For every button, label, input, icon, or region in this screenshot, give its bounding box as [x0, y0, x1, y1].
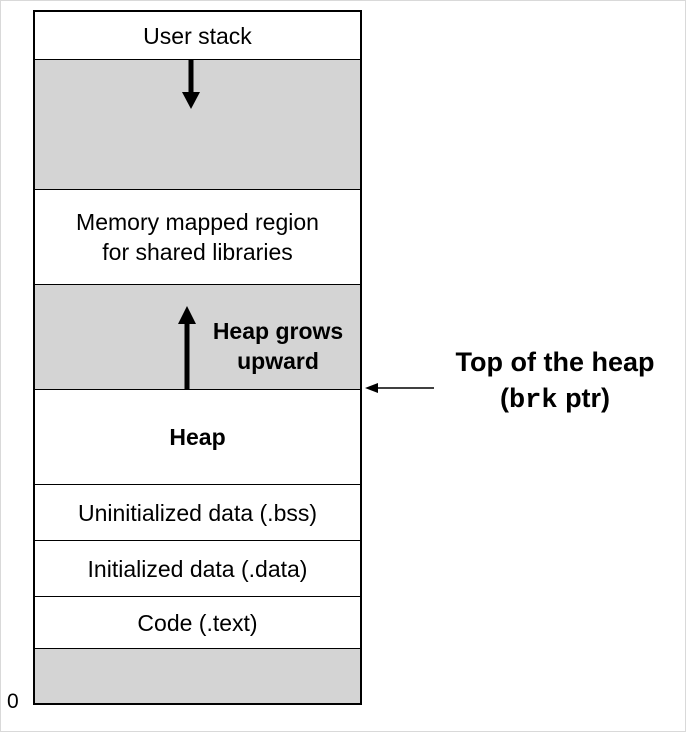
segment-label: Memory mapped region [76, 209, 319, 235]
segment-text: Code (.text) [35, 597, 360, 649]
heap-growth-line1: Heap grows [212, 318, 344, 344]
segment-label-line2: for shared libraries [102, 239, 293, 265]
segment-heap: Heap [35, 390, 360, 485]
segment-mmap-region: Memory mapped region for shared librarie… [35, 190, 360, 285]
heap-up-arrow-icon [178, 306, 196, 390]
segment-label: Heap [169, 424, 226, 450]
segment-data: Initialized data (.data) [35, 541, 360, 597]
brk-code: brk [508, 386, 558, 416]
heap-growth-line2: upward [237, 348, 319, 374]
stack-down-arrow-icon [182, 60, 200, 109]
address-space-column: User stack Memory mapped region for shar… [33, 10, 362, 705]
top-of-heap-line2: (brk ptr) [430, 380, 680, 419]
segment-label: User stack [143, 22, 252, 49]
brk-pointer-arrow-icon [365, 383, 434, 393]
heap-growth-label: Heap grows upward [197, 316, 359, 376]
segment-label: Initialized data (.data) [87, 555, 308, 582]
segment-stack-gap [35, 60, 360, 190]
top-of-heap-line1: Top of the heap [455, 347, 655, 377]
segment-bss: Uninitialized data (.bss) [35, 485, 360, 541]
address-zero-label: 0 [7, 690, 19, 713]
segment-heap-gap [35, 285, 360, 390]
segment-label: Code (.text) [137, 609, 258, 636]
brk-ptr-text: ptr) [557, 383, 611, 413]
top-of-heap-label: Top of the heap (brk ptr) [430, 344, 680, 419]
brk-open-paren: ( [499, 383, 509, 413]
segment-reserved-bottom [35, 649, 360, 703]
segment-user-stack: User stack [35, 12, 360, 60]
segment-label: Uninitialized data (.bss) [77, 499, 318, 526]
